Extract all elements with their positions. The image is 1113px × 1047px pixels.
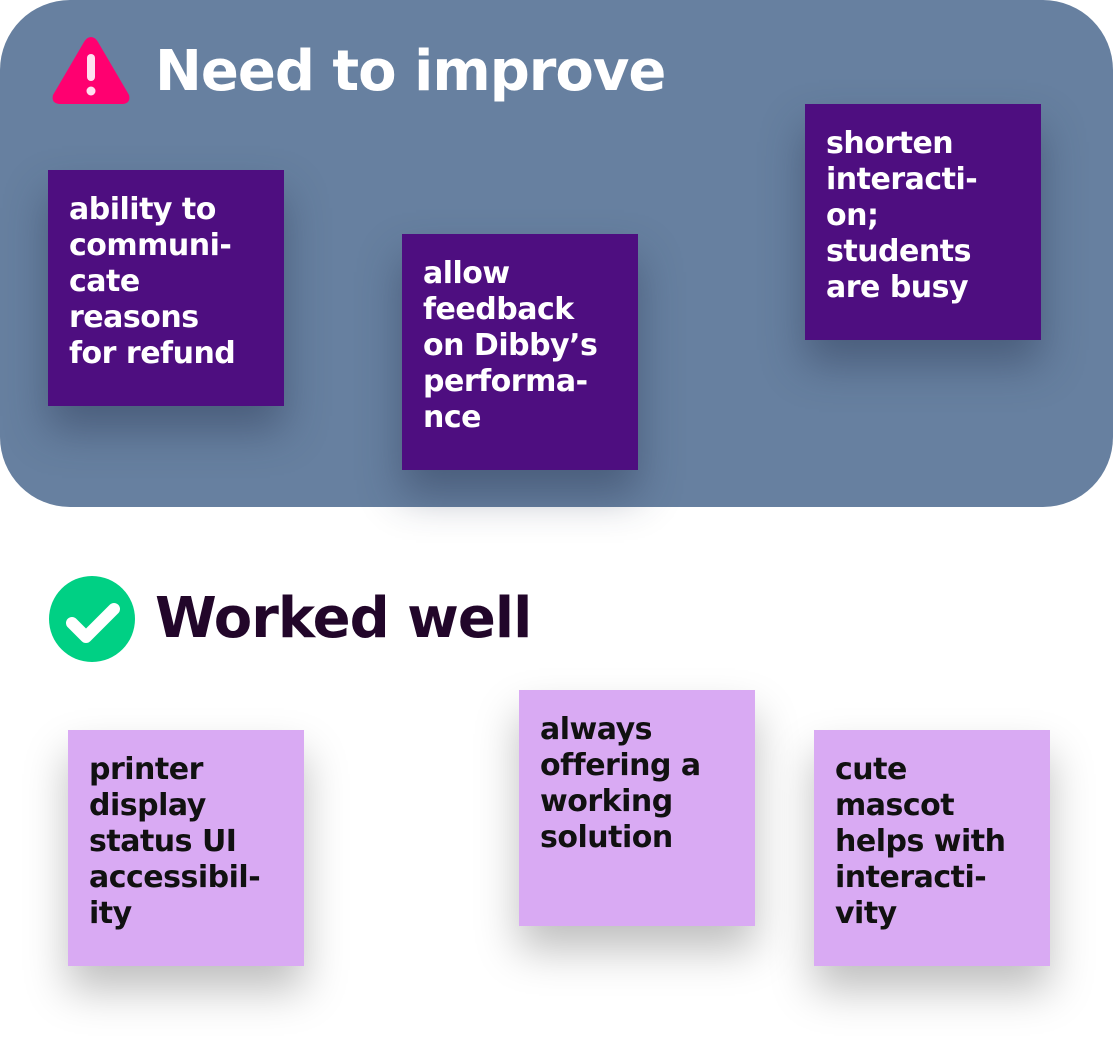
warning-icon (52, 37, 130, 104)
note-line: on Dibby’s (423, 328, 598, 363)
note-line: printer (89, 752, 203, 787)
note-line: shorten (826, 126, 954, 161)
note-line: students (826, 234, 971, 269)
note-line: accessibil- (89, 860, 261, 895)
note-line: ity (89, 896, 132, 931)
note-line: status UI (89, 824, 237, 859)
well-note-working-solution[interactable]: always offering a working solution (519, 690, 755, 926)
note-line: helps with (835, 824, 1006, 859)
note-line: mascot (835, 788, 955, 823)
note-line: cute (835, 752, 907, 787)
note-line: are busy (826, 270, 969, 305)
note-line: on; (826, 198, 879, 233)
improve-note-refund-reasons[interactable]: ability to communi- cate reasons for ref… (48, 170, 284, 406)
note-line: reasons (69, 300, 199, 335)
note-line: ability to (69, 192, 216, 227)
note-line: interacti- (826, 162, 978, 197)
note-line: display (89, 788, 206, 823)
note-line: offering a (540, 748, 701, 783)
worked-well-heading: Worked well (155, 586, 532, 651)
note-line: interacti- (835, 860, 987, 895)
well-note-printer-status[interactable]: printer display status UI accessibil- it… (68, 730, 304, 966)
improve-note-shorten[interactable]: shorten interacti- on; students are busy (805, 104, 1041, 340)
note-line: feedback (423, 292, 574, 327)
improve-note-feedback[interactable]: allow feedback on Dibby’s performa- nce (402, 234, 638, 470)
note-line: solution (540, 820, 673, 855)
note-line: performa- (423, 364, 588, 399)
note-line: always (540, 712, 652, 747)
check-circle-icon (49, 576, 135, 662)
note-line: communi- (69, 228, 232, 263)
note-line: allow (423, 256, 510, 291)
well-note-mascot[interactable]: cute mascot helps with interacti- vity (814, 730, 1050, 966)
need-to-improve-heading: Need to improve (155, 39, 666, 104)
note-line: vity (835, 896, 897, 931)
note-line: for refund (69, 336, 236, 371)
note-line: working (540, 784, 673, 819)
note-line: nce (423, 400, 482, 435)
note-line: cate (69, 264, 140, 299)
